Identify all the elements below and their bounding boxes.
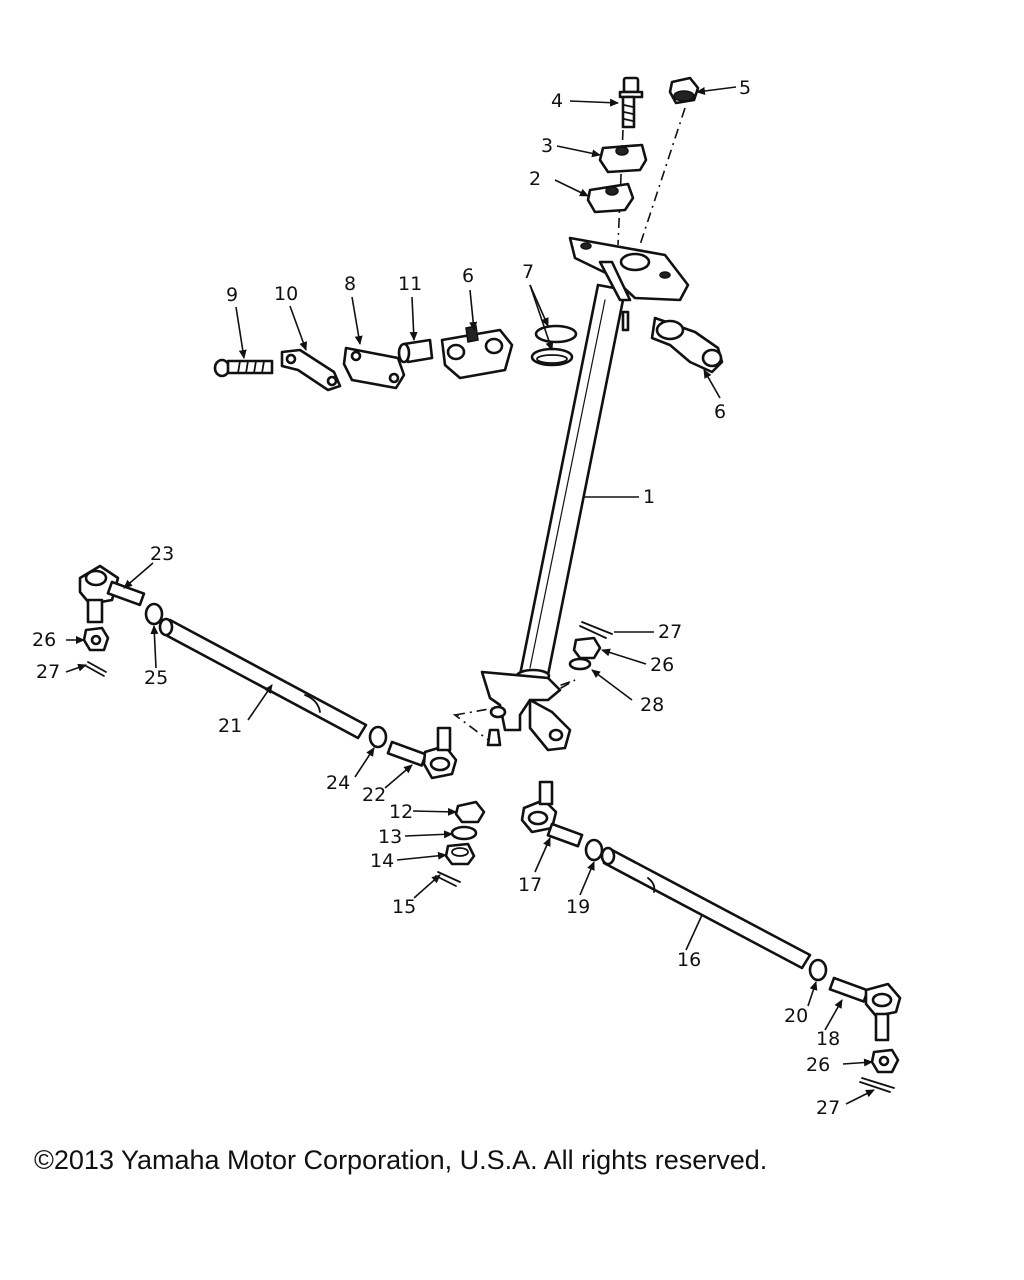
label-part-27-left: 27 (36, 661, 60, 683)
label-part-9: 9 (226, 284, 238, 306)
label-part-15: 15 (392, 896, 416, 918)
clamp-6-right (650, 316, 724, 374)
label-part-5: 5 (739, 77, 751, 99)
bushings-7 (530, 324, 578, 367)
washer-28 (568, 657, 592, 671)
label-part-11: 11 (398, 273, 422, 295)
tie-rod-end-17 (520, 780, 584, 848)
bolt-9 (213, 358, 274, 378)
label-part-3: 3 (541, 135, 553, 157)
label-part-1: 1 (643, 486, 655, 508)
label-part-24: 24 (326, 772, 350, 794)
nut-19 (584, 838, 604, 862)
label-part-8: 8 (344, 273, 356, 295)
part-labels: 1 2 3 4 5 6 6 7 8 9 10 11 12 13 14 15 16… (32, 77, 840, 1119)
label-part-6-left: 6 (462, 265, 474, 287)
cotter-pin-27-right (579, 621, 613, 639)
pin-11 (397, 338, 434, 364)
label-part-12: 12 (389, 801, 413, 823)
tie-rod-end-23 (78, 564, 146, 624)
nut-14 (444, 842, 476, 866)
tie-rod-21 (158, 617, 368, 740)
label-part-22: 22 (362, 784, 386, 806)
label-part-4: 4 (551, 90, 563, 112)
clamp-6-left (440, 325, 514, 380)
label-part-10: 10 (274, 283, 298, 305)
tie-rod-end-22 (386, 726, 458, 780)
label-part-25: 25 (144, 667, 168, 689)
label-part-19: 19 (566, 896, 590, 918)
nut-25 (144, 602, 164, 626)
cotter-pin-15 (435, 871, 461, 887)
copyright-notice: ©2013 Yamaha Motor Corporation, U.S.A. A… (34, 1145, 768, 1175)
nut-24 (368, 725, 388, 749)
label-part-28: 28 (640, 694, 664, 716)
label-part-7: 7 (522, 261, 534, 283)
tie-rod-16 (600, 846, 812, 970)
label-part-27-right: 27 (658, 621, 682, 643)
washer-13 (450, 825, 478, 841)
label-part-6-right: 6 (714, 401, 726, 423)
plate-8 (342, 346, 406, 390)
cotter-pin-27-left (85, 661, 107, 677)
label-part-26-right: 26 (650, 654, 674, 676)
tie-rod-end-18 (828, 976, 902, 1042)
label-part-21: 21 (218, 715, 242, 737)
label-part-23: 23 (150, 543, 174, 565)
nut-26-lower (870, 1048, 900, 1074)
label-part-18: 18 (816, 1028, 840, 1050)
bushing-lower (586, 182, 635, 214)
label-part-26-left: 26 (32, 629, 56, 651)
cap-5 (668, 76, 700, 105)
bolt-4 (618, 76, 644, 129)
cotter-pin-27-lower (859, 1077, 895, 1093)
nut-20 (808, 958, 828, 982)
bushing-upper (598, 143, 648, 174)
label-part-26-lower: 26 (806, 1054, 830, 1076)
column-bracket (568, 236, 690, 302)
label-part-14: 14 (370, 850, 394, 872)
label-part-20: 20 (784, 1005, 808, 1027)
steering-shaft (480, 283, 630, 752)
link-10 (280, 348, 342, 392)
label-part-13: 13 (378, 826, 402, 848)
washer-12 (454, 800, 486, 824)
nut-26-left (82, 626, 110, 652)
label-part-16: 16 (677, 949, 701, 971)
label-part-2: 2 (529, 168, 541, 190)
nut-26-right (572, 636, 602, 660)
leader-lines (65, 86, 875, 1105)
label-part-17: 17 (518, 874, 542, 896)
label-part-27-lower: 27 (816, 1097, 840, 1119)
